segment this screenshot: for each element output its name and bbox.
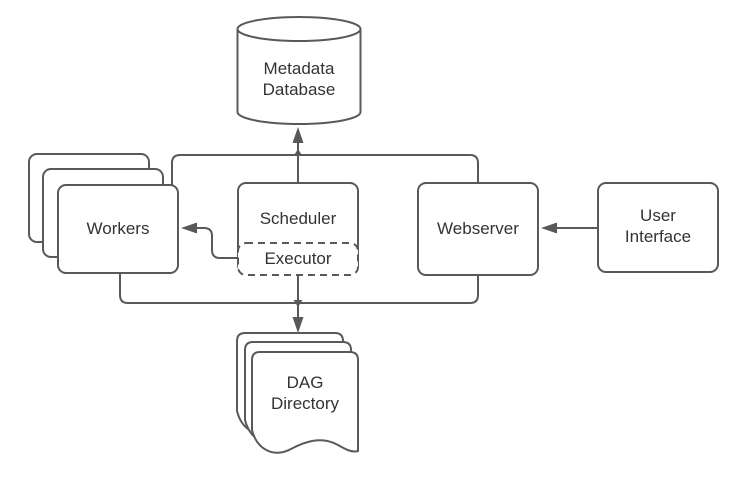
user-interface-label: User Interface: [624, 206, 692, 246]
scheduler-node: [237, 182, 359, 276]
arrowhead-up-to-database: [292, 127, 304, 143]
junction-tick-bottom-bus: [293, 300, 303, 307]
webserver-box: [417, 182, 539, 276]
metadata-database-label: Metadata Database: [262, 59, 336, 99]
database-cylinder-rim: [236, 28, 362, 42]
workers-node: [28, 153, 179, 274]
junction-tick-top-bus: [293, 149, 303, 156]
metadata-database-node: [236, 16, 362, 125]
executor-label: Executor: [264, 249, 332, 268]
workers-label: Workers: [86, 219, 150, 238]
arrowhead-left-to-workers: [181, 222, 197, 234]
dag-directory-label: DAG Directory: [270, 373, 339, 413]
dag-document-front: [251, 351, 359, 454]
arrowhead-down-to-dag-directory: [292, 317, 304, 333]
webserver-label: Webserver: [437, 219, 519, 238]
user-interface-box: [597, 182, 719, 273]
workers-stack-front: [57, 184, 179, 274]
edge-executor-to-workers: [197, 227, 238, 259]
arrowhead-left-to-webserver: [541, 222, 557, 234]
edge-top-bus: [171, 154, 479, 185]
scheduler-label: Scheduler: [259, 209, 337, 228]
dag-directory-node: [236, 332, 359, 454]
executor-box: [237, 242, 359, 276]
database-cylinder-shape: [236, 16, 362, 125]
